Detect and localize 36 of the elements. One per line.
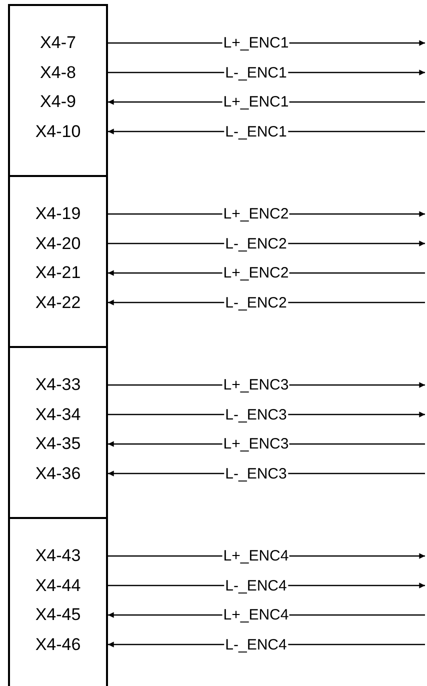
pin-label: X4-46 (34, 634, 82, 654)
pin-label: X4-22 (34, 292, 82, 312)
signal-label: L+_ENC3 (222, 376, 290, 394)
pin-label: X4-36 (34, 464, 82, 484)
pin-label: X4-43 (34, 546, 82, 566)
signal-label: L+_ENC3 (222, 436, 290, 452)
pin-label: X4-20 (34, 234, 82, 254)
signal-label: L-_ENC2 (224, 235, 288, 252)
signal-label: L-_ENC4 (224, 636, 288, 653)
signal-label: L+_ENC2 (222, 264, 290, 282)
pin-label: X4-44 (34, 576, 82, 596)
pin-label: X4-34 (34, 404, 82, 424)
connector-box (8, 517, 108, 686)
signal-label: L+_ENC2 (222, 206, 290, 222)
pin-label: X4-9 (39, 92, 77, 112)
signal-label: L-_ENC3 (224, 465, 288, 482)
signal-label: L-_ENC1 (224, 123, 288, 140)
signal-label: L-_ENC4 (224, 577, 288, 594)
pin-label: X4-7 (39, 33, 77, 53)
signal-label: L+_ENC1 (222, 94, 290, 110)
connector-box (8, 175, 108, 348)
signal-label: L+_ENC4 (222, 606, 290, 624)
pin-label: X4-8 (39, 62, 77, 82)
signal-label: L+_ENC4 (222, 548, 290, 564)
pin-label: X4-35 (34, 434, 82, 454)
pin-label: X4-10 (34, 122, 82, 142)
signal-label: L-_ENC3 (224, 406, 288, 423)
signal-label: L+_ENC1 (222, 34, 290, 52)
pin-label: X4-45 (34, 605, 82, 625)
pin-label: X4-33 (34, 375, 82, 395)
signal-label: L-_ENC2 (224, 294, 288, 311)
connector-box (8, 4, 108, 177)
pin-label: X4-21 (34, 263, 82, 283)
connector-box (8, 346, 108, 519)
pin-label: X4-19 (34, 204, 82, 224)
signal-label: L-_ENC1 (224, 64, 288, 81)
